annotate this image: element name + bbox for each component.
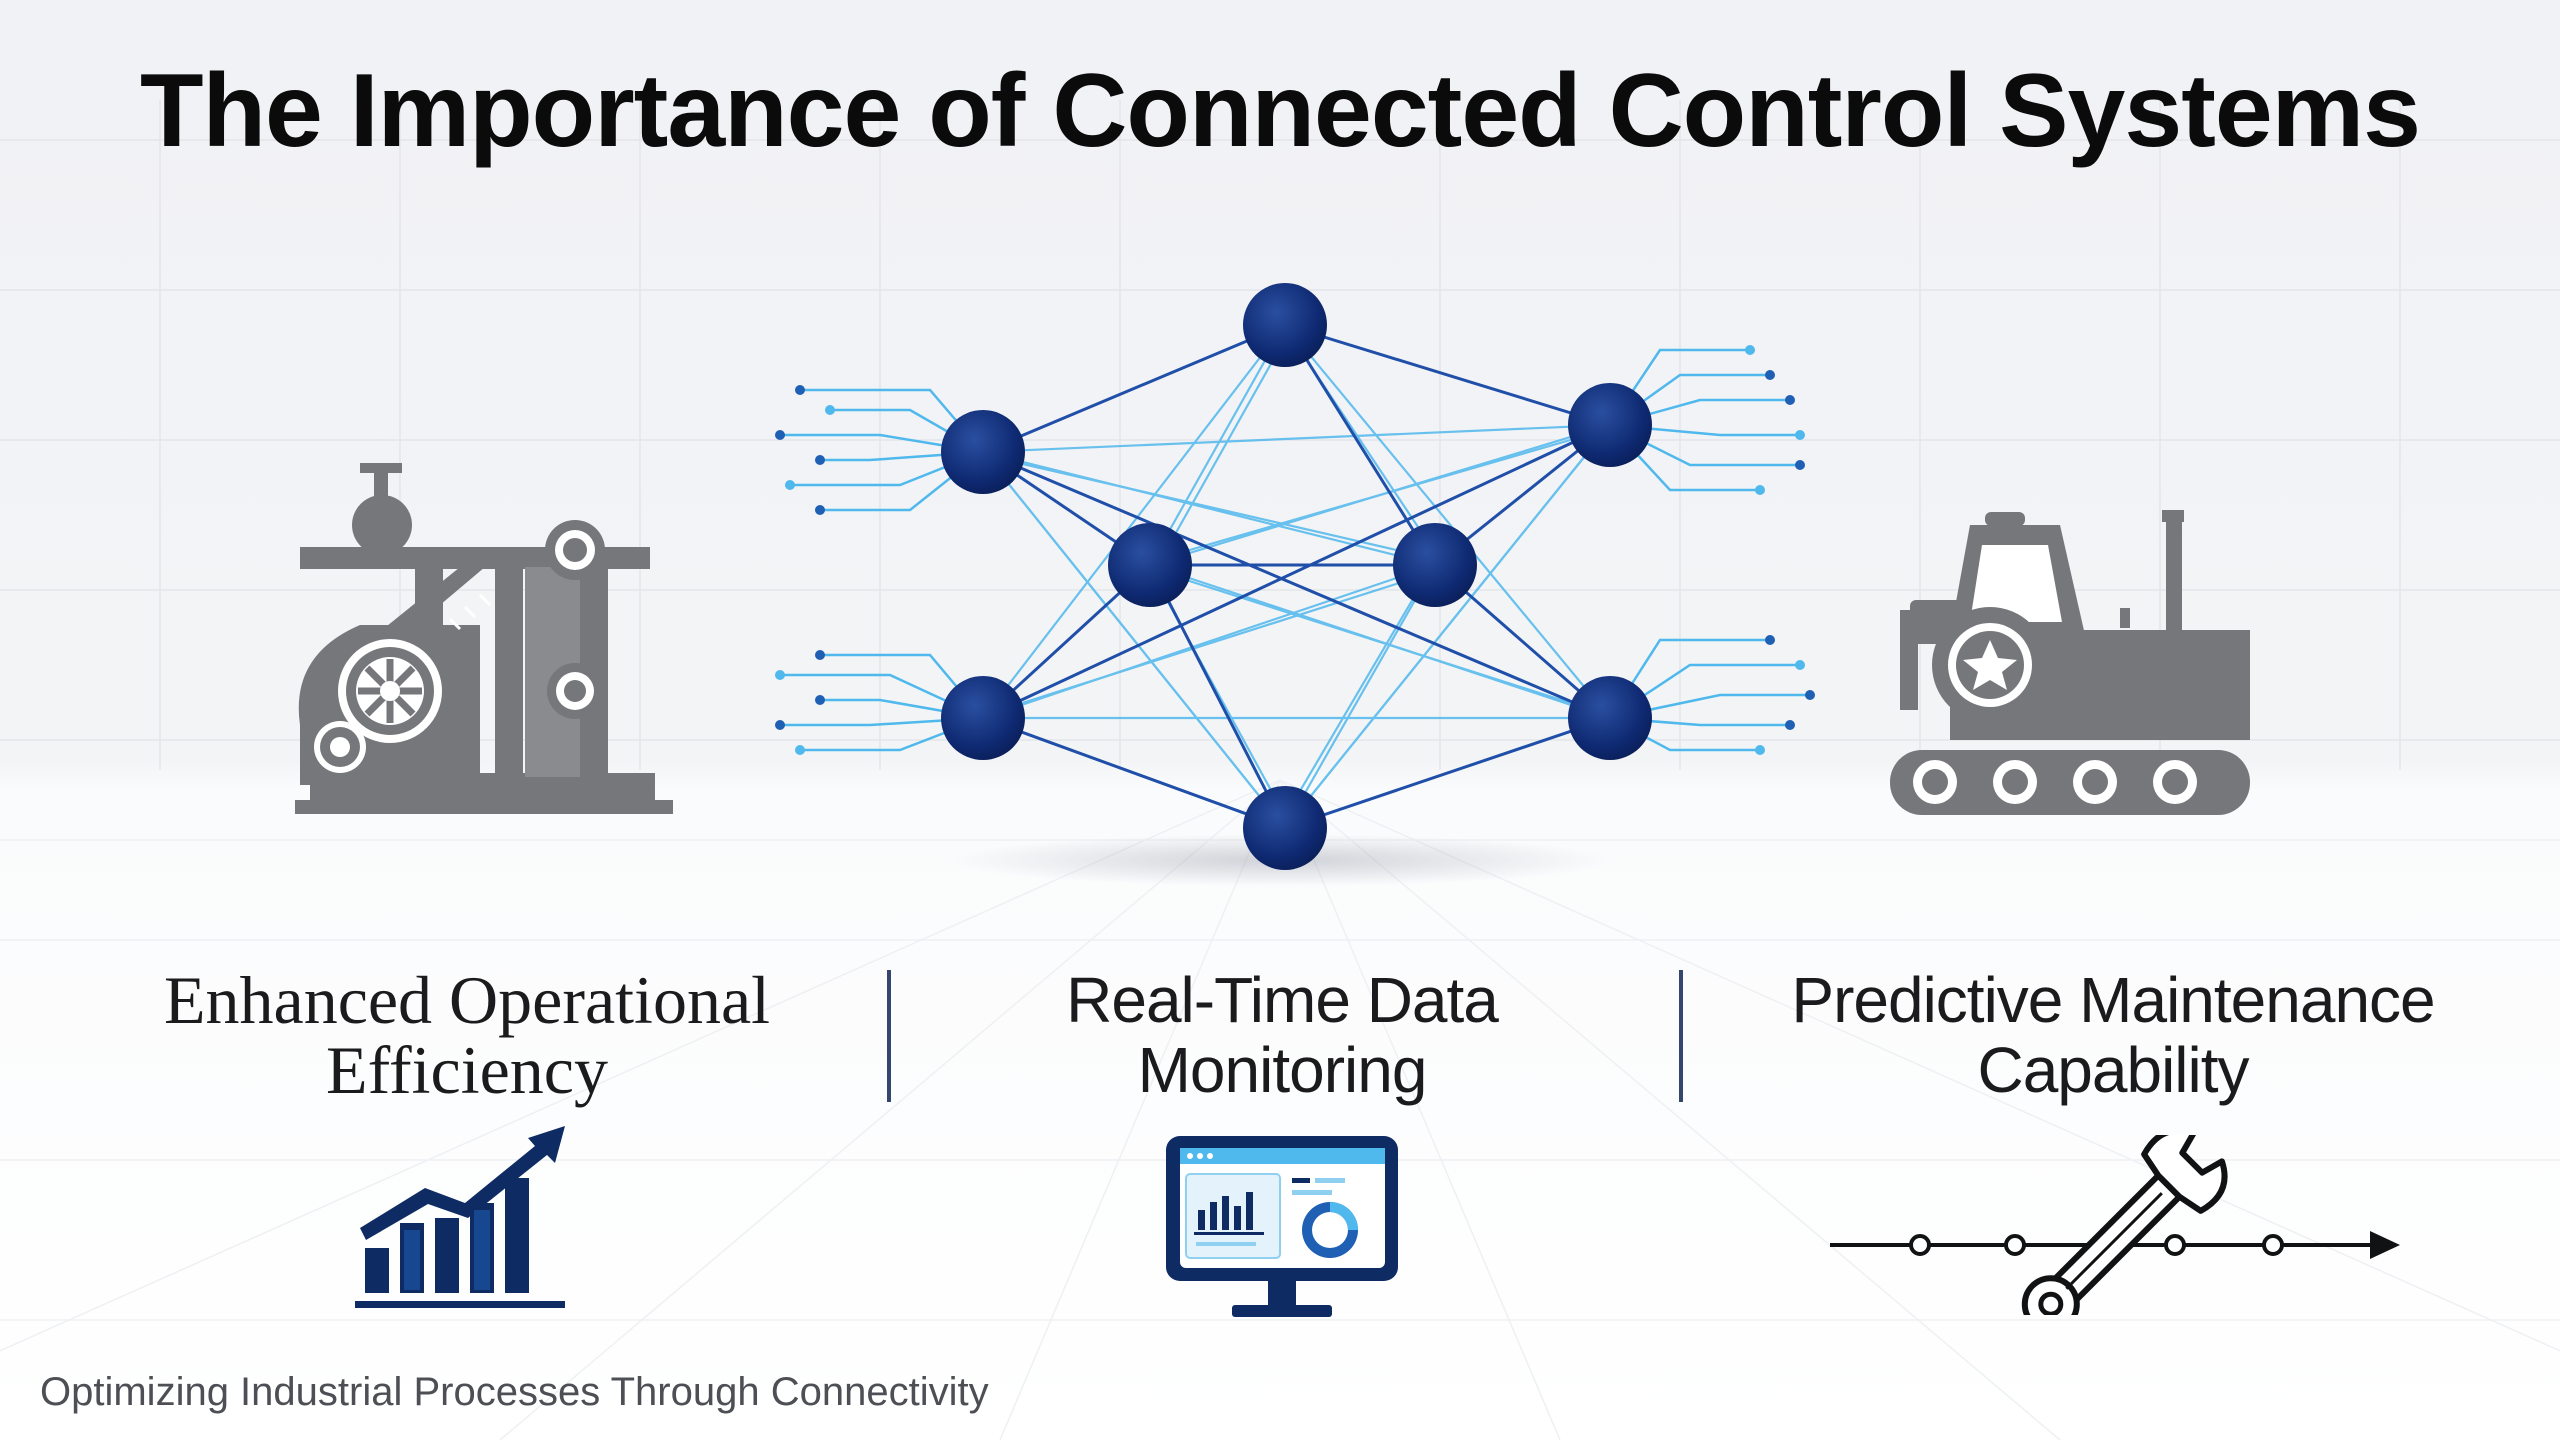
network-node: [1568, 383, 1652, 467]
network-nodes: [941, 283, 1652, 870]
growth-bar-chart-icon: [355, 1126, 565, 1308]
benefit-title-line1: Real-Time Data: [1066, 964, 1499, 1036]
benefit-predictive-maintenance: Predictive Maintenance Capability: [1713, 965, 2513, 1105]
benefit-title-line2: Capability: [1977, 1034, 2249, 1106]
network-node: [1108, 523, 1192, 607]
column-divider: [887, 970, 891, 1102]
slide-subtitle: Optimizing Industrial Processes Through …: [40, 1370, 989, 1414]
benefit-title-line1: Enhanced Operational: [163, 962, 771, 1038]
network-node: [1243, 786, 1327, 870]
network-node: [1393, 523, 1477, 607]
benefit-title-line2: Monitoring: [1137, 1034, 1428, 1106]
benefit-operational-efficiency: Enhanced Operational Efficiency: [67, 965, 867, 1105]
dashboard-monitor-icon: [1166, 1136, 1398, 1317]
industrial-press-machine-icon: [295, 463, 673, 814]
network-node: [1568, 676, 1652, 760]
network-node: [941, 410, 1025, 494]
network-node: [941, 676, 1025, 760]
tracked-tractor-machine-icon: [1890, 510, 2250, 815]
benefit-title-line2: Efficiency: [326, 1032, 608, 1108]
benefit-real-time-monitoring: Real-Time Data Monitoring: [882, 965, 1682, 1105]
benefit-title-line1: Predictive Maintenance: [1791, 964, 2435, 1036]
network-node: [1243, 283, 1327, 367]
wrench-timeline-icon: [1830, 1135, 2400, 1315]
column-divider: [1679, 970, 1683, 1102]
network-links: [981, 319, 1611, 830]
connected-nodes-network: [775, 283, 1815, 886]
page-title: The Importance of Connected Control Syst…: [140, 53, 2421, 169]
